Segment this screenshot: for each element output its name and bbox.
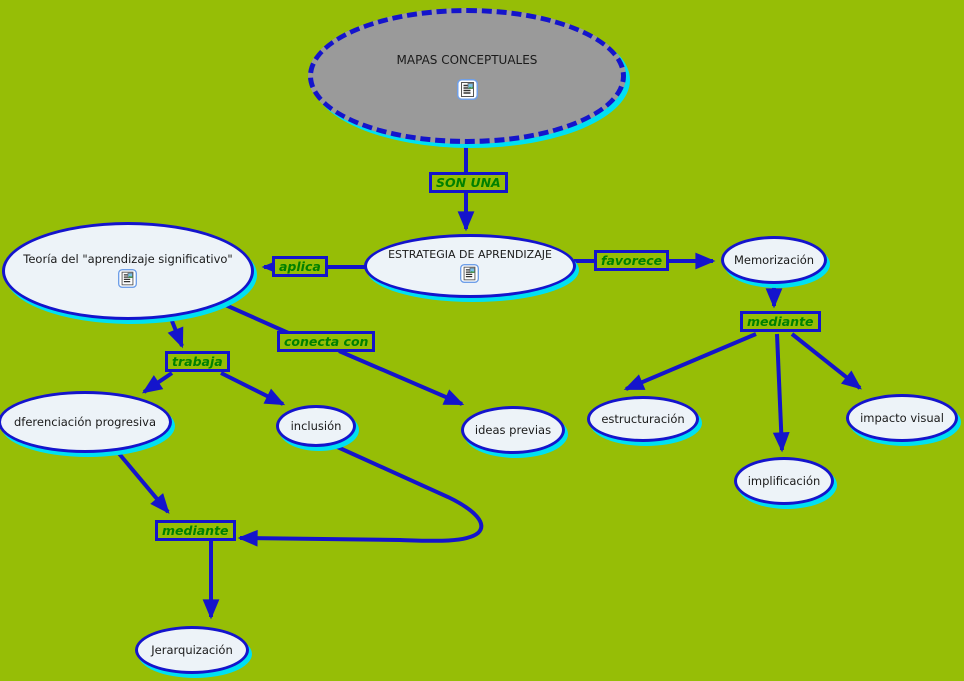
node-impacto-visual[interactable]: impacto visual — [846, 394, 958, 442]
connector-conectacon-ideas — [338, 349, 465, 406]
connector-mediante-implificacion — [772, 333, 790, 453]
link-label-mediante-right[interactable]: mediante — [740, 311, 821, 332]
node-memorizacion[interactable]: Memorización — [721, 236, 827, 284]
resource-document-icon[interactable] — [456, 78, 478, 100]
node-label: ideas previas — [474, 423, 552, 437]
node-label: Teoría del "aprendizaje significativo" — [23, 252, 233, 266]
link-label-conecta-con[interactable]: conecta con — [277, 331, 376, 352]
node-implificacion[interactable]: implificación — [734, 457, 834, 505]
connector-mediante-impacto — [790, 332, 862, 390]
node-dferenciacion-progresiva[interactable]: dferenciación progresiva — [0, 391, 172, 453]
node-label: MAPAS CONCEPTUALES — [396, 52, 538, 67]
node-ideas-previas[interactable]: ideas previas — [461, 406, 565, 454]
connector-mediante-estructuracion — [623, 332, 757, 391]
node-teoria-aprendizaje-significativo[interactable]: Teoría del "aprendizaje significativo" — [2, 222, 254, 320]
node-label: ESTRATEGIA DE APRENDIZAJE — [388, 247, 552, 261]
link-label-trabaja[interactable]: trabaja — [165, 351, 230, 372]
node-label: inclusión — [290, 419, 342, 433]
node-label: Memorización — [733, 253, 815, 267]
connector-trabaja-dferenciacion — [142, 371, 174, 394]
connector-trabaja-inclusion — [220, 371, 286, 406]
link-label-son-una[interactable]: SON UNA — [429, 172, 508, 193]
node-mapas-conceptuales[interactable]: MAPAS CONCEPTUALES — [308, 8, 626, 144]
node-estrategia-de-aprendizaje[interactable]: ESTRATEGIA DE APRENDIZAJE — [364, 234, 576, 298]
node-estructuracion[interactable]: estructuración — [587, 396, 699, 442]
node-label: Jerarquización — [151, 643, 233, 657]
link-label-aplica[interactable]: aplica — [272, 256, 328, 277]
node-label: estructuración — [601, 412, 685, 426]
node-label: implificación — [747, 474, 821, 488]
connector-inclusion-mediante — [237, 443, 484, 547]
link-label-mediante-lower[interactable]: mediante — [155, 520, 236, 541]
node-jerarquizacion[interactable]: Jerarquización — [135, 626, 249, 674]
link-label-favorece[interactable]: favorece — [594, 250, 670, 271]
node-inclusion[interactable]: inclusión — [276, 405, 356, 447]
resource-document-icon[interactable] — [117, 269, 139, 290]
connector-teoria-trabaja — [167, 315, 184, 349]
node-label: dferenciación progresiva — [13, 415, 157, 429]
connector-dferenciacion-mediante — [114, 448, 170, 514]
node-label: impacto visual — [860, 411, 944, 425]
resource-document-icon[interactable] — [459, 263, 481, 285]
